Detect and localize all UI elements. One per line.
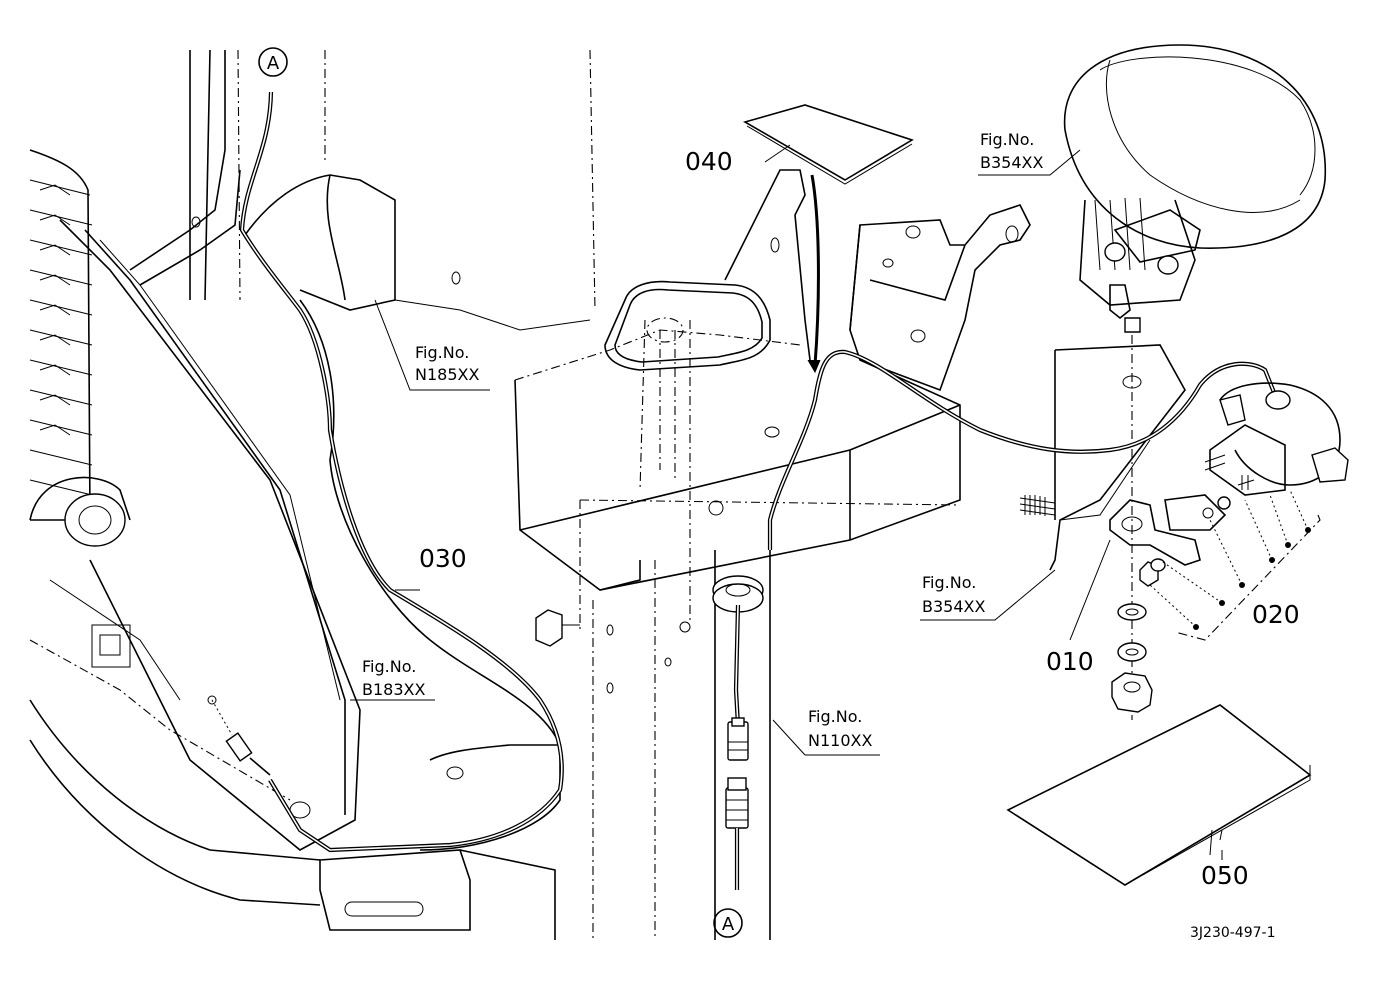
harness-wire-030 — [239, 91, 564, 853]
center-harness-connector — [712, 575, 764, 890]
left-fender-assembly — [29, 49, 596, 940]
part-label-050: 050 — [1201, 861, 1249, 890]
part-label-010: 010 — [1046, 647, 1094, 676]
work-lamp — [1063, 44, 1326, 720]
fig-ref-n110-word: Fig.No. — [808, 707, 862, 726]
connector-marker-top: A — [258, 47, 288, 77]
horn-assembly — [767, 349, 1349, 550]
part-label-040: 040 — [685, 147, 733, 176]
fig-ref-b354-top-word: Fig.No. — [980, 130, 1034, 149]
manual-050 — [1006, 704, 1312, 886]
hardware-010-020 — [1109, 489, 1321, 713]
connector-marker-top-circle — [258, 47, 288, 77]
fig-ref-b354-top-code: B354XX — [980, 153, 1043, 172]
connector-marker-top-label: A — [267, 53, 280, 74]
fig-ref-b354-mid-code: B354XX — [922, 597, 985, 616]
connector-marker-bottom: A — [713, 908, 743, 938]
connector-marker-bottom-label: A — [722, 914, 735, 935]
drawing-code: 3J230-497-1 — [1190, 925, 1276, 941]
part-label-020: 020 — [1252, 600, 1300, 629]
fig-ref-n185-word: Fig.No. — [415, 343, 469, 362]
fig-ref-b183-code: B183XX — [362, 680, 425, 699]
leader-lines — [350, 144, 1223, 860]
decal-040 — [742, 104, 914, 374]
center-frame-bracket — [514, 169, 961, 940]
fig-ref-b183-word: Fig.No. — [362, 657, 416, 676]
connector-marker-bottom-circle — [713, 908, 743, 938]
fig-ref-b354-mid-word: Fig.No. — [922, 573, 976, 592]
mounting-plate — [1019, 344, 1186, 571]
part-label-030: 030 — [419, 544, 467, 573]
fig-ref-n185-code: N185XX — [415, 365, 479, 384]
lamp-mount-bracket — [849, 204, 1031, 392]
fig-ref-n110-code: N110XX — [808, 731, 872, 750]
